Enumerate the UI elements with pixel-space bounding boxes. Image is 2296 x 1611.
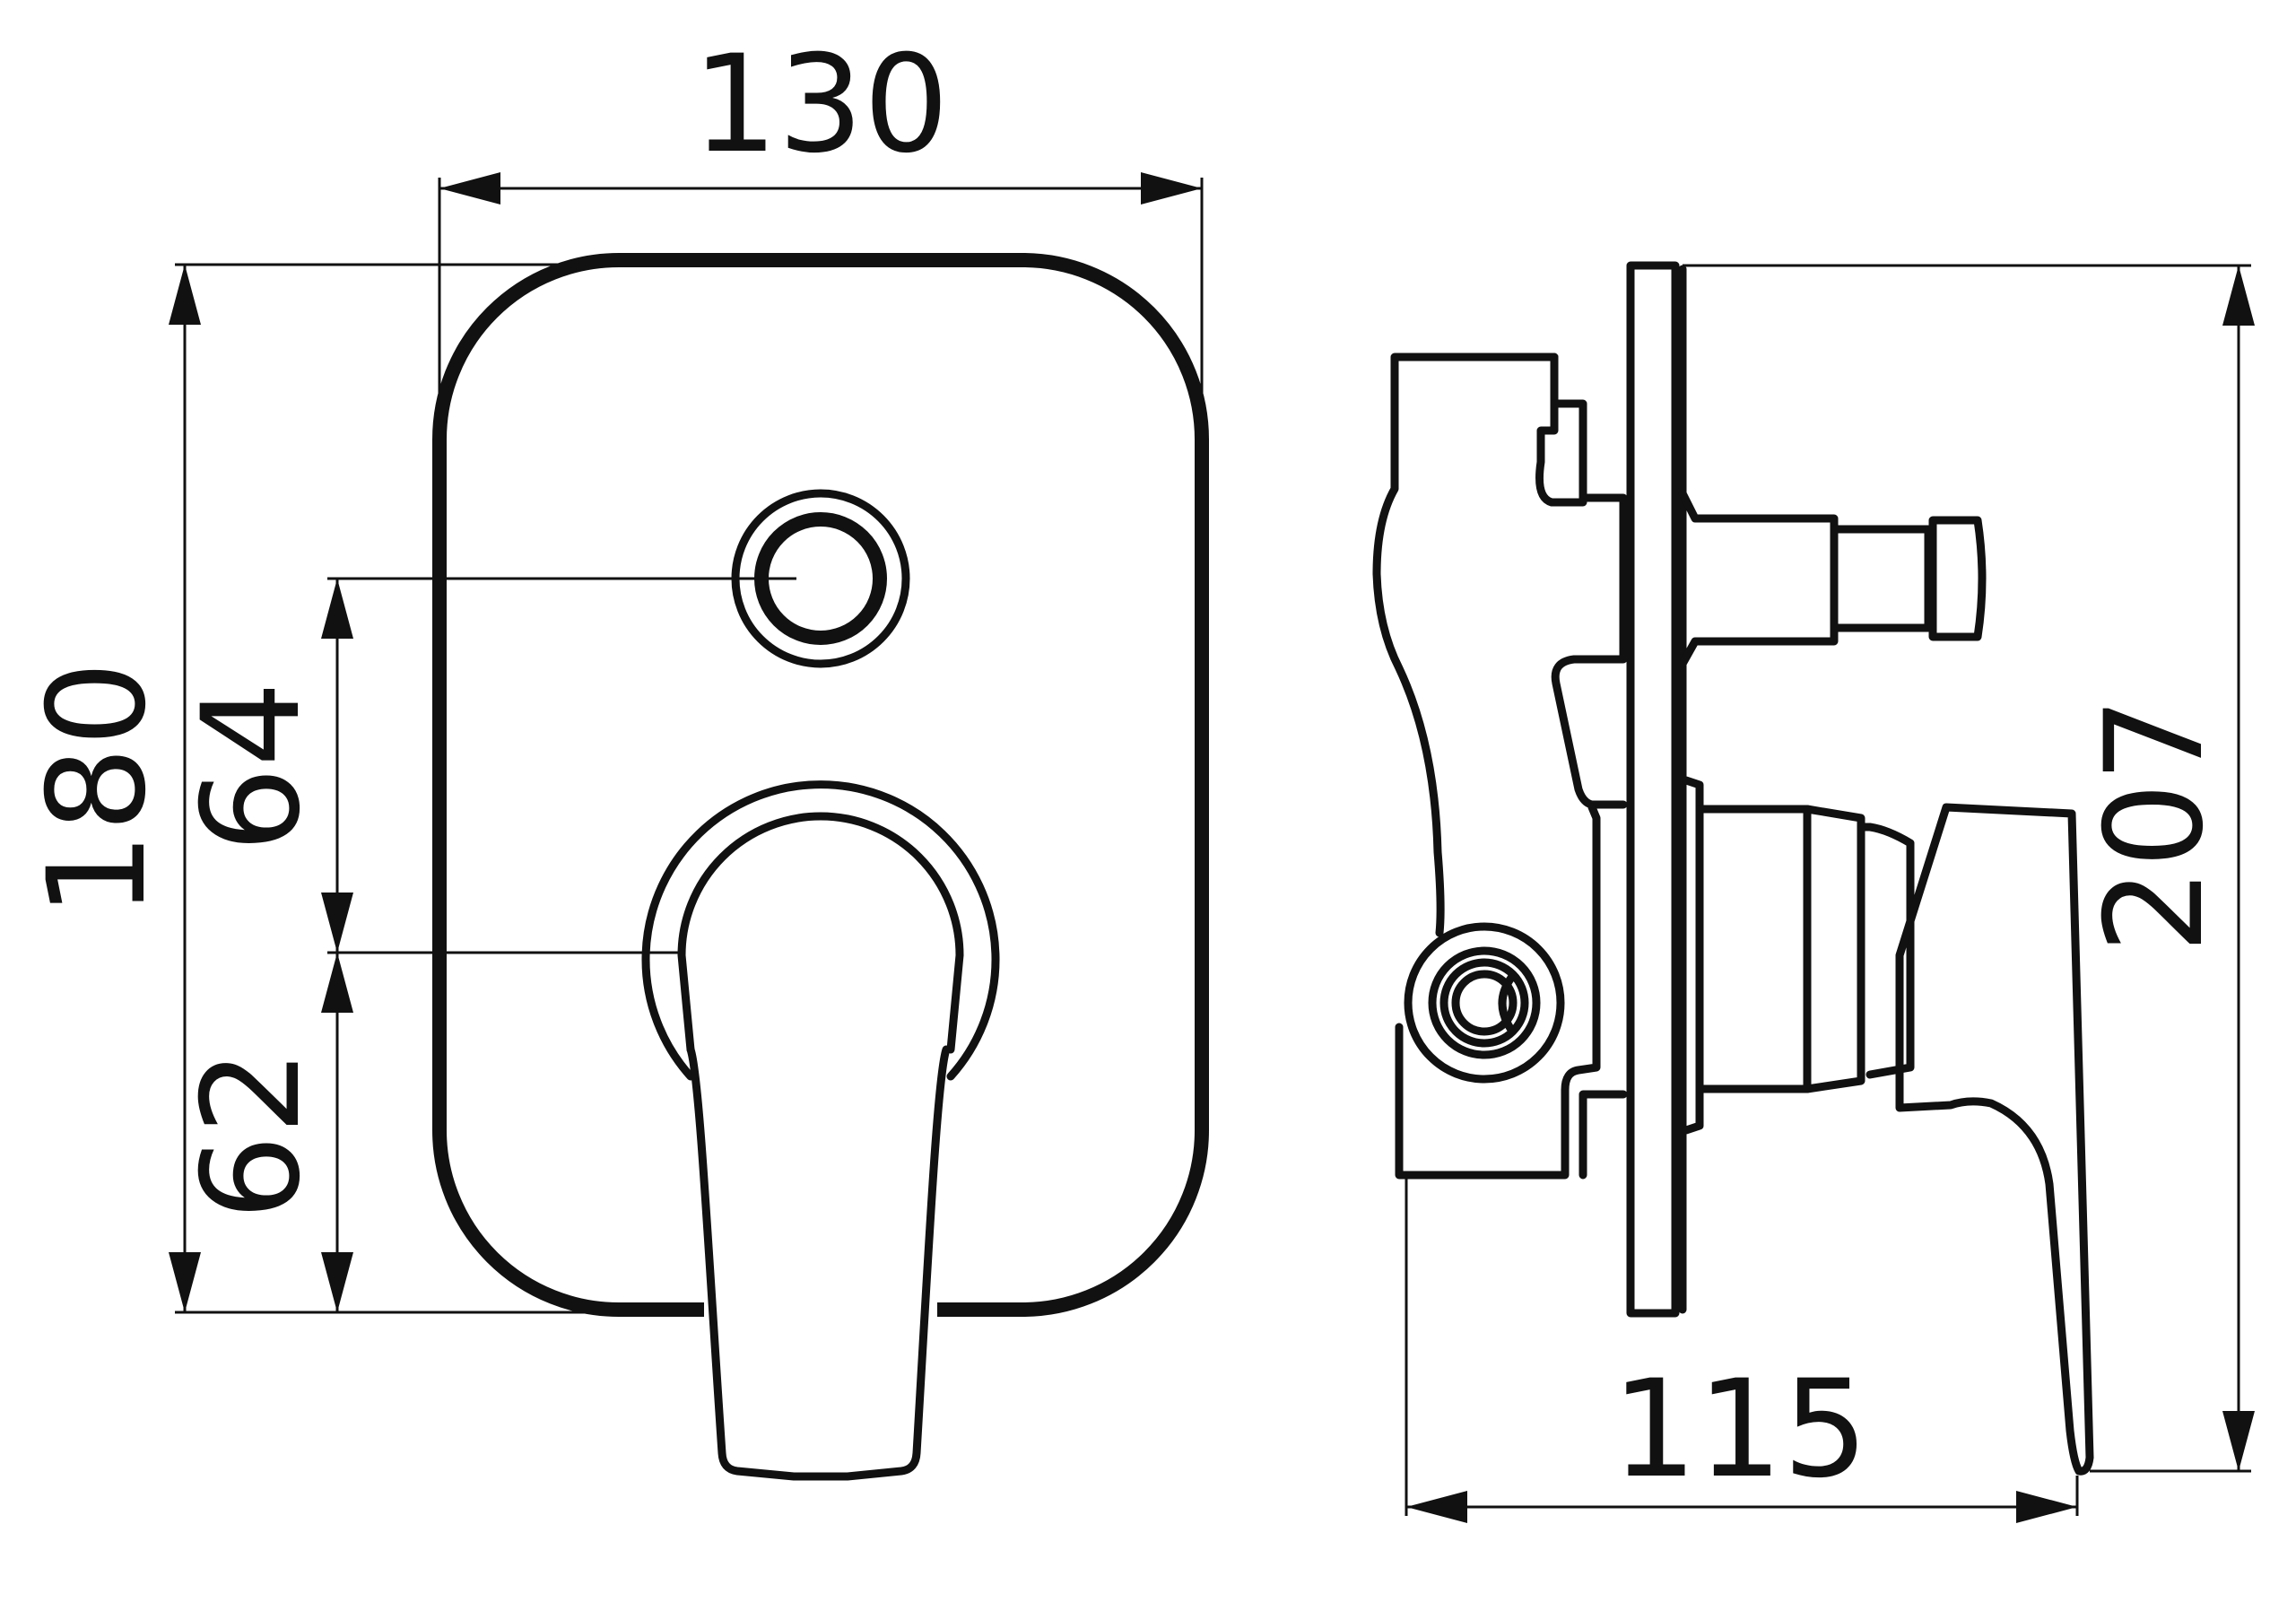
port-ring-mid [1428, 946, 1541, 1059]
dim-180-arrow-top [169, 265, 201, 325]
dim-115-arrow-left [1406, 1491, 1467, 1523]
front-dimensions: 130 180 64 62 [20, 27, 1204, 1314]
lever-cartridge-neck [1857, 823, 1915, 1079]
valve-body-nut [1535, 399, 1587, 507]
lever-handle-side [1895, 803, 2094, 1476]
dim-62-arrow-bottom [321, 1252, 353, 1312]
side-view [1372, 261, 2094, 1476]
valve-body-connector-top [1550, 353, 1628, 809]
port-ring-notch [1498, 973, 1516, 1034]
wall-plate [1626, 261, 1680, 1318]
port-ring-core [1451, 970, 1518, 1036]
cover-plate-outline [432, 253, 1209, 1317]
valve-body-connector-mid [1395, 803, 1601, 1180]
lever-base-inner [677, 812, 964, 1054]
dim-180-arrow-bottom [169, 1252, 201, 1312]
diverter-stem-shaft [1830, 525, 1933, 632]
valve-body-connector-bottom [1578, 1090, 1628, 1180]
dim-115-label: 115 [1612, 1352, 1868, 1508]
dim-62-label: 62 [174, 1049, 330, 1221]
diverter-stem-cap [1928, 516, 1987, 641]
dim-62-arrow-top [321, 953, 353, 1013]
lever-handle [686, 1045, 951, 1481]
dim-130-arrow-right [1141, 172, 1202, 205]
valve-body-upper [1372, 353, 1559, 937]
lever-cartridge-body [1695, 805, 1812, 1093]
dim-64-label: 64 [174, 682, 330, 853]
port-ring-inner [1439, 958, 1529, 1048]
dim-64-arrow-bottom [321, 893, 353, 953]
lever-base-outer [641, 780, 1000, 1081]
front-view [327, 253, 1209, 1481]
dim-64-arrow-top [321, 579, 353, 639]
port-ring-outer [1404, 922, 1565, 1084]
dim-180-label: 180 [20, 661, 176, 918]
dim-130-arrow-left [439, 172, 500, 205]
dim-207-arrow-bottom [2222, 1411, 2255, 1471]
dim-207-arrow-top [2222, 266, 2255, 326]
dim-115-arrow-right [2016, 1491, 2077, 1523]
lever-cartridge-ring [1803, 805, 1866, 1093]
dim-130-label: 130 [692, 27, 949, 183]
diverter-stem [1678, 489, 1839, 668]
side-dimensions: 207 115 [1405, 264, 2255, 1523]
dim-207-label: 207 [2077, 697, 2233, 954]
